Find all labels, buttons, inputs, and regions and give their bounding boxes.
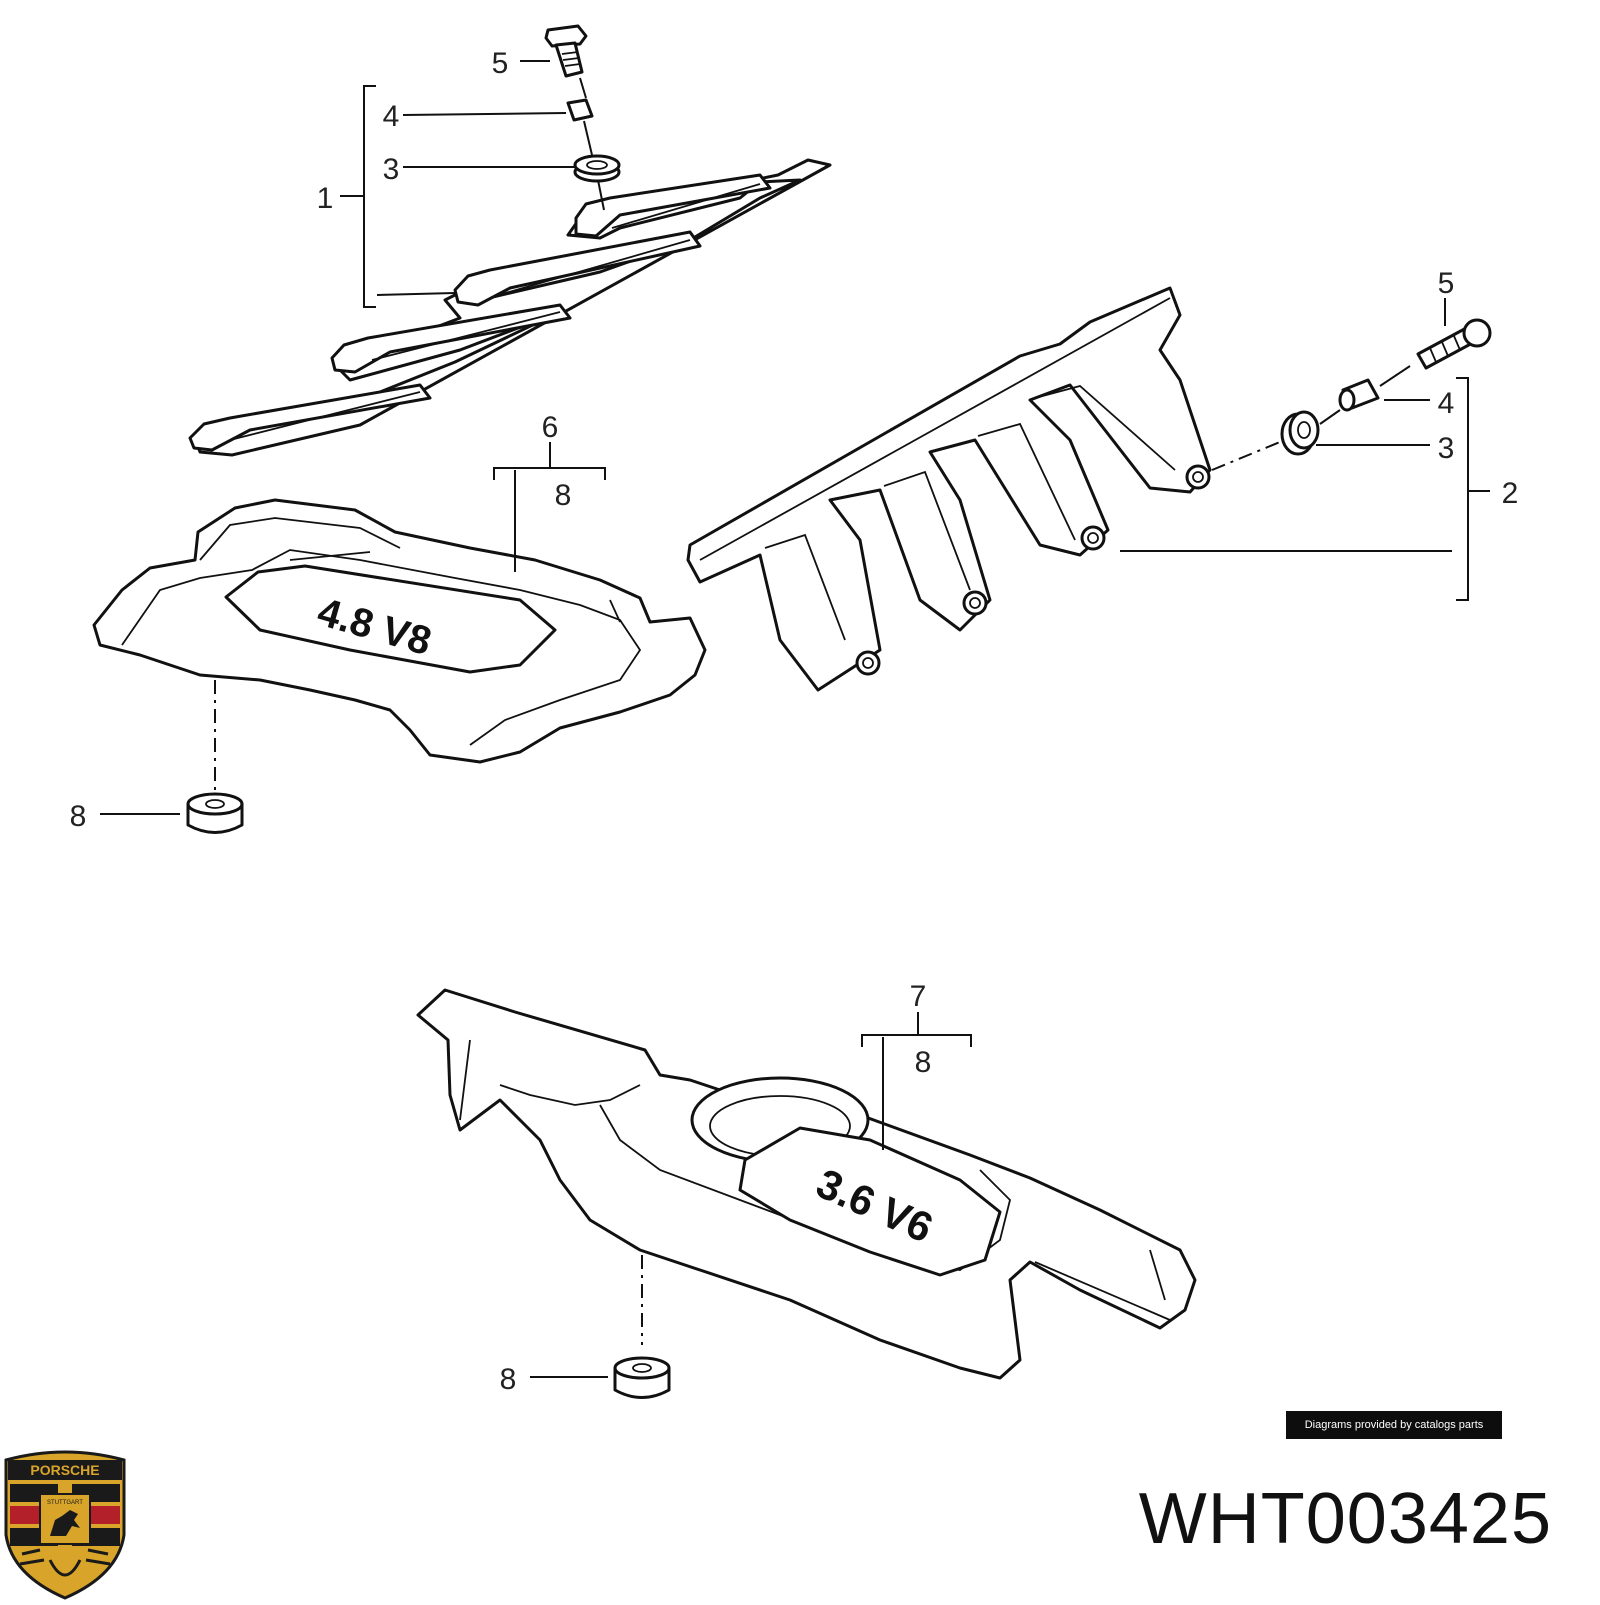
diagram-credit-label: Diagrams provided by catalogs parts [1286,1411,1502,1439]
callout-3-top-left: 3 [383,153,400,186]
callout-4-top-left: 4 [383,100,400,133]
sleeve-4-top-left [566,98,594,122]
engine-cover-v8: 4.8 V8 [92,498,707,764]
callout-8-v8-kit: 8 [555,479,572,512]
part-number: WHT003425 [1138,1479,1552,1559]
callout-2: 2 [1502,477,1519,510]
coil-cover-rail-left [188,158,832,457]
grommet-3-right [1280,410,1320,456]
callout-1: 1 [317,182,334,215]
boss-2 [962,590,988,616]
rubber-mount-8-v6 [613,1356,671,1399]
sleeve-4-right [1338,378,1380,412]
logo-brand-text: PORSCHE [30,1462,99,1478]
logo-city-text: STUTTGART [47,1500,83,1506]
grommet-3-top-left [573,154,621,183]
callout-5-top-left: 5 [492,47,509,80]
callout-3-right: 3 [1438,432,1455,465]
callout-4-right: 4 [1438,387,1455,420]
coil-cover-rail-right [686,286,1212,692]
callout-6: 6 [542,411,559,444]
callout-7: 7 [910,980,927,1013]
bolt-5-right [1416,318,1492,370]
boss-4 [1185,464,1211,490]
callout-5-right: 5 [1438,267,1455,300]
engine-cover-v6: 3.6 V6 [416,988,1197,1380]
callout-8-v6-kit: 8 [915,1046,932,1079]
callout-8-v6-mount: 8 [500,1363,517,1396]
rubber-mount-8-v8 [186,792,244,834]
boss-3 [1080,525,1106,551]
boss-1 [855,650,881,676]
callout-8-v8-mount: 8 [70,800,87,833]
bolt-5-top-left [544,24,588,78]
porsche-crest-logo: PORSCHE STUTTGART [0,1450,130,1605]
